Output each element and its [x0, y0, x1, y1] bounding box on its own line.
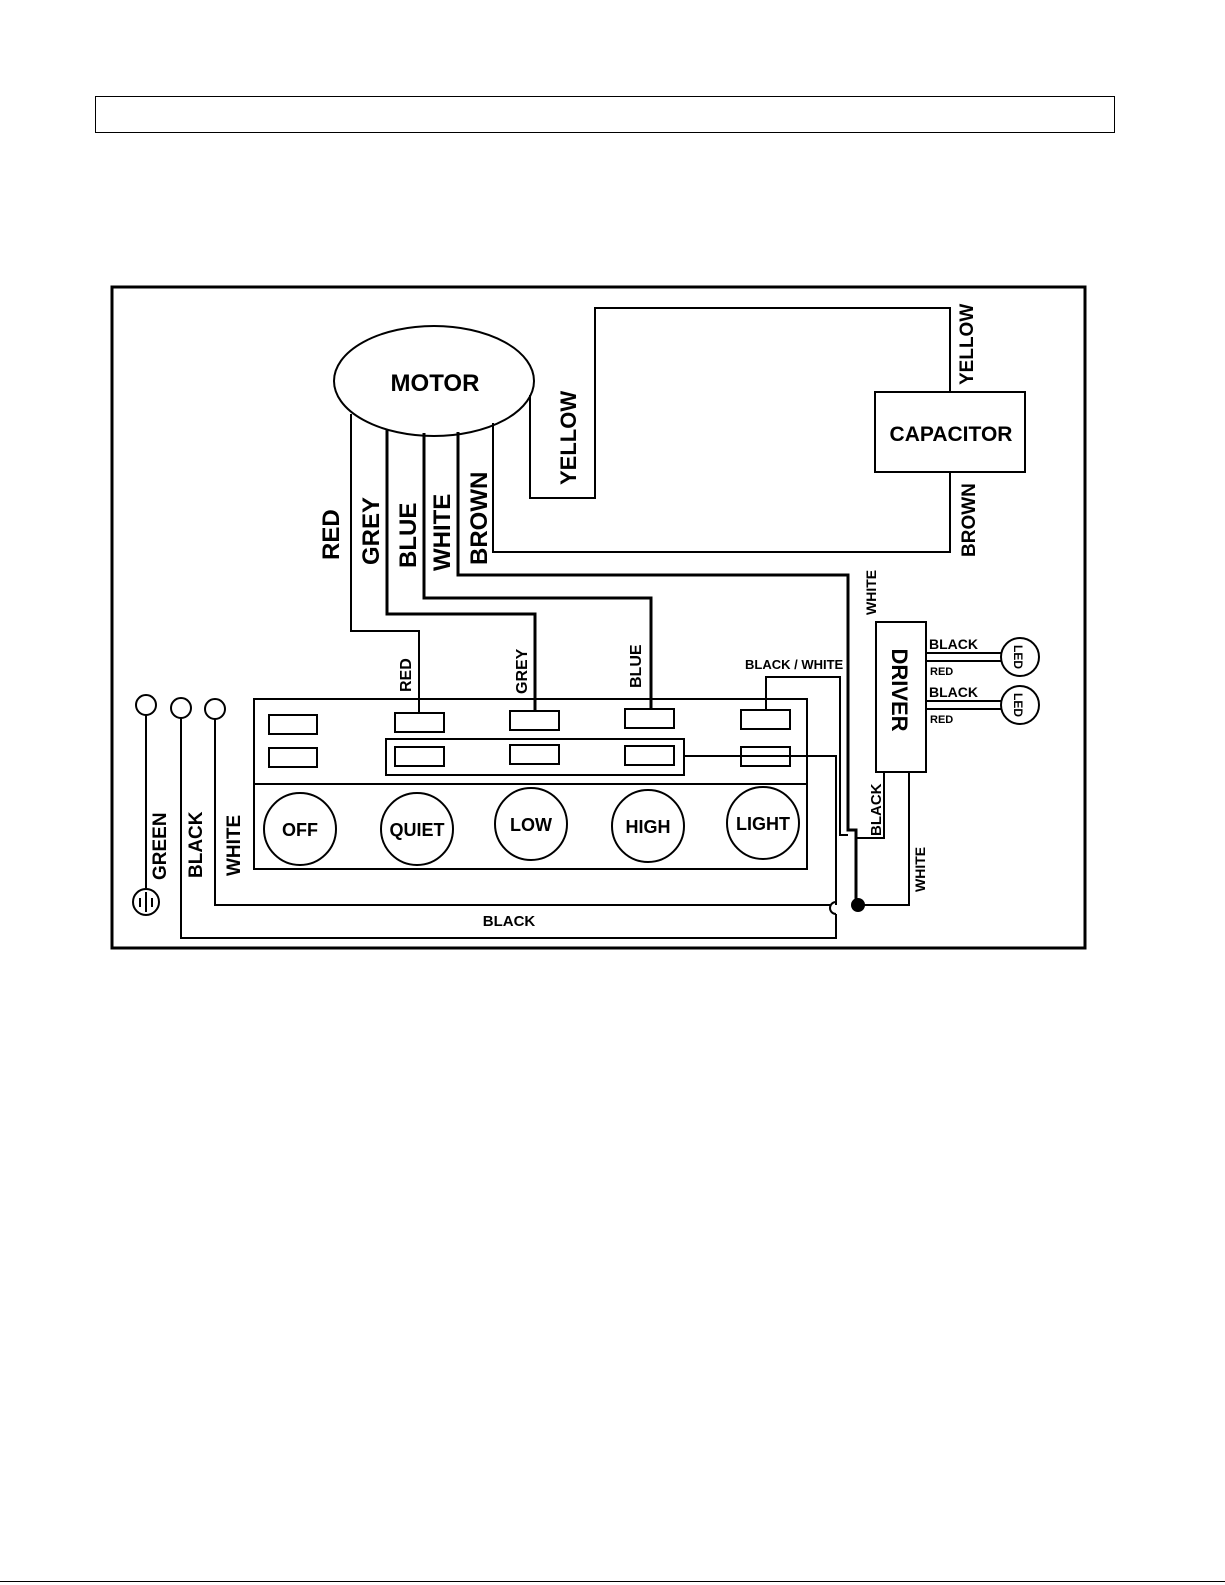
terminal-bottom-2: [395, 747, 444, 766]
led-2-label: LED: [1011, 693, 1025, 717]
driver-label: DRIVER: [887, 648, 912, 731]
label-driver-black: BLACK: [868, 783, 885, 836]
label-cap-yellow: YELLOW: [957, 304, 978, 385]
label-motor-yellow: YELLOW: [556, 391, 581, 485]
label-led2-black: BLACK: [929, 684, 978, 700]
label-supply-green: GREEN: [150, 812, 171, 880]
light-button-label: LIGHT: [736, 814, 790, 834]
label-grey: GREY: [358, 497, 385, 565]
label-driver-white-in: WHITE: [863, 570, 879, 615]
quiet-button-label: QUIET: [389, 820, 444, 840]
high-button-label: HIGH: [626, 817, 671, 837]
terminal-top-5: [741, 710, 790, 729]
terminal-bottom-4: [625, 746, 674, 765]
label-black-white: BLACK / WHITE: [745, 657, 844, 672]
green-terminal: [136, 695, 156, 715]
label-white: WHITE: [429, 494, 456, 571]
low-button-label: LOW: [510, 815, 552, 835]
label-blue: BLUE: [395, 503, 422, 568]
white-terminal: [205, 699, 225, 719]
label-driver-white-out: WHITE: [912, 847, 928, 892]
label-red: RED: [318, 509, 345, 560]
yellow-wire: [530, 308, 950, 498]
label-sw-blue: BLUE: [628, 644, 645, 688]
diagram-frame: [112, 287, 1085, 948]
junction-dot: [851, 898, 865, 912]
terminal-top-3: [510, 711, 559, 730]
label-bottom-black: BLACK: [483, 913, 536, 930]
terminal-bottom-3: [510, 745, 559, 764]
label-sw-red: RED: [398, 658, 415, 692]
motor-label: MOTOR: [391, 370, 480, 397]
label-led2-red: RED: [930, 714, 953, 726]
capacitor-label: CAPACITOR: [890, 423, 1013, 446]
label-led1-red: RED: [930, 666, 953, 678]
terminal-bottom-1: [269, 748, 317, 767]
label-brown: BROWN: [466, 472, 493, 565]
off-button-label: OFF: [282, 820, 318, 840]
label-sw-grey: GREY: [514, 648, 531, 694]
label-cap-brown: BROWN: [959, 483, 980, 557]
terminal-top-4: [625, 709, 674, 728]
terminal-top-2: [395, 713, 444, 732]
bottom-rule: [0, 1581, 1225, 1582]
terminal-top-1: [269, 715, 317, 734]
label-led1-black: BLACK: [929, 636, 978, 652]
black-terminal: [171, 698, 191, 718]
label-supply-black: BLACK: [186, 811, 207, 878]
led-1-label: LED: [1011, 645, 1025, 669]
label-supply-white: WHITE: [224, 815, 245, 876]
supply-white-wire: [215, 719, 830, 905]
